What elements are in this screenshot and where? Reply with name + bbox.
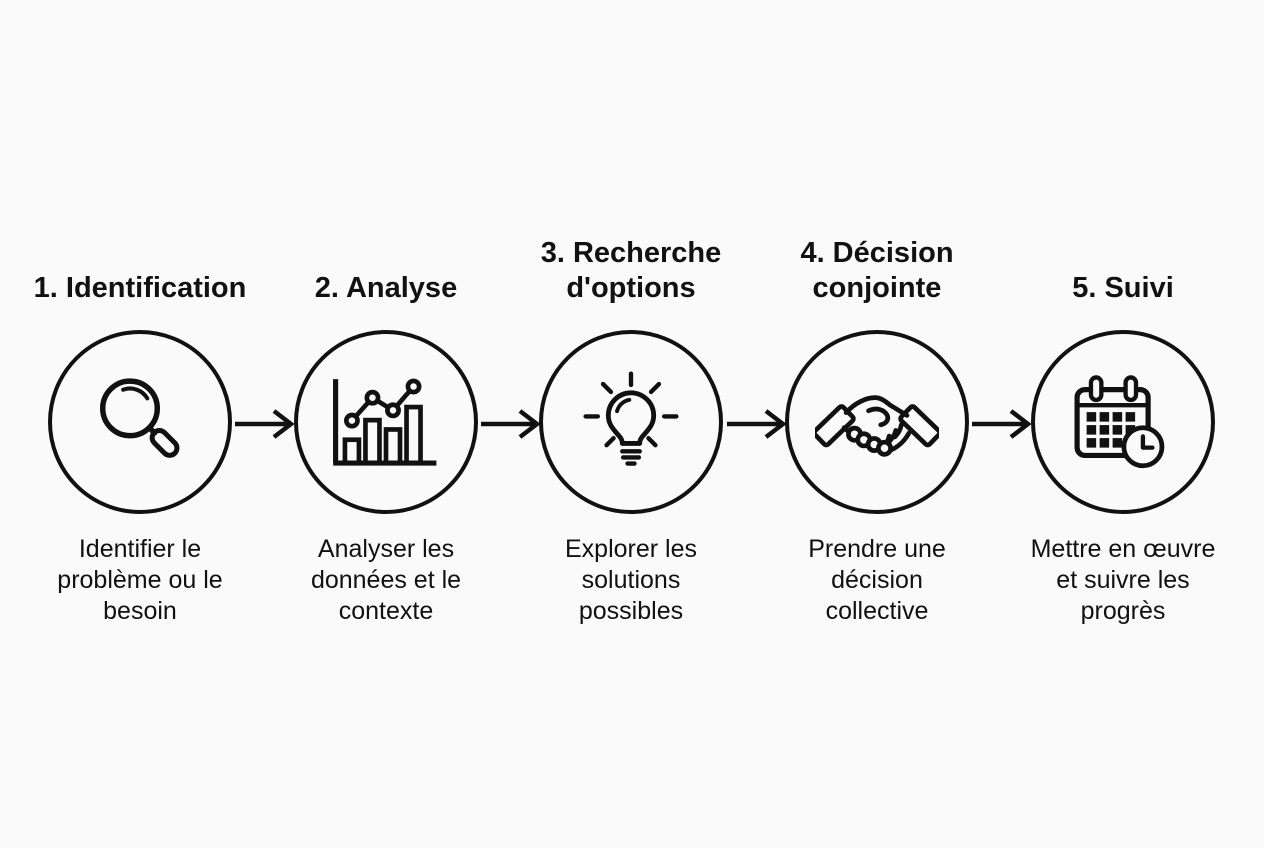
step-circle [48,330,232,514]
step-circle [785,330,969,514]
step-caption-line: Identifier le [78,535,202,563]
step-title-line: conjointe [812,272,942,304]
step-title: 1. Identification [15,236,265,306]
step-caption-line: progrès [1080,597,1166,625]
arrow-right-icon [727,409,786,439]
step-caption-line: Mettre en œuvre [1030,535,1216,563]
step-title: 3. Recherche d'options [506,236,756,306]
step-title-line: 1. Identification [33,272,247,304]
step-5-suivi: 5. Suivi Mettre en œuvre et suivre les [1000,236,1246,627]
arrow-right-icon [481,409,540,439]
step-circle [539,330,723,514]
step-title: 4. Décision conjointe [752,236,1002,306]
step-caption-line: possibles [578,597,684,625]
handshake-icon [815,395,939,457]
arrow-right-icon [235,409,294,439]
step-title-line: 2. Analyse [314,272,458,304]
bar-chart-icon [333,378,437,466]
step-title: 5. Suivi [998,236,1248,306]
step-caption-line: besoin [103,597,177,625]
arrow-right-icon [972,409,1031,439]
step-caption-line: Analyser les [317,535,455,563]
step-caption-line: décision [831,566,923,594]
step-title-line: 4. Décision [800,237,954,269]
step-caption-line: et suivre les [1056,566,1190,594]
step-title-line: d'options [566,272,696,304]
step-title: 2. Analyse [261,236,511,306]
step-caption: Analyser les données et le contexte [311,534,461,627]
step-title-line: 5. Suivi [1072,272,1174,304]
step-1-identification: 1. Identification Identifier le problème… [17,236,263,627]
step-caption-line: Prendre une [808,535,946,563]
step-circle [1031,330,1215,514]
step-caption-line: problème ou le [57,566,223,594]
calendar-clock-icon [1074,374,1165,468]
step-2-analyse: 2. Analyse Analyser les données et le co… [263,236,509,627]
step-caption: Mettre en œuvre et suivre les progrès [1031,534,1216,627]
step-title-line: 3. Recherche [540,237,722,269]
step-caption: Identifier le problème ou le besoin [57,534,222,627]
step-caption-line: collective [825,597,929,625]
step-caption: Prendre une décision collective [808,534,946,627]
step-3-recherche-options: 3. Recherche d'options Explorer les solu [508,236,754,627]
search-icon [100,378,180,458]
step-caption-line: données et le [310,566,462,594]
step-caption-line: Explorer les [565,535,697,563]
step-4-decision-conjointe: 4. Décision conjointe Prendre une [754,236,1000,627]
step-caption-line: solutions [581,566,681,594]
lightbulb-icon [583,370,679,466]
step-caption: Explorer les solutions possibles [565,534,697,627]
step-circle [294,330,478,514]
step-caption-line: contexte [338,597,434,625]
